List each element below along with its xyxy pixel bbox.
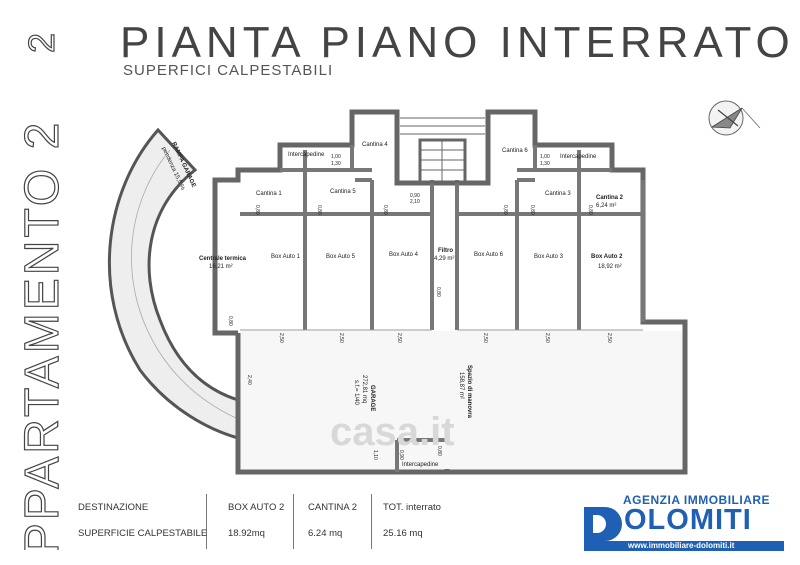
label-box2: Box Auto 2 [591, 254, 623, 260]
dim-label: 2,50 [544, 333, 550, 343]
floor-plan: Cantina 4 Cantina 6 Intercapedine Interc… [107, 100, 761, 475]
dim-label: 1,30 [540, 161, 550, 167]
dim-label: 1,00 [331, 154, 341, 160]
interior-walls [240, 145, 645, 472]
dim-label: 0,80 [587, 205, 593, 215]
dim-label: 0,80 [227, 316, 233, 326]
dim-label: 2,50 [338, 333, 344, 343]
label-box6: Box Auto 6 [474, 252, 504, 258]
dim-label: 0,80 [254, 205, 260, 215]
dim-label: 1,00 [540, 154, 550, 160]
dim-label: 0,80 [382, 205, 388, 215]
logo-d-icon [584, 507, 622, 541]
label-centrale-termica: Centrale termica [199, 256, 247, 262]
dim-label: 0,90 [398, 450, 404, 460]
sup-label: SUPERFICIE CALPESTABILE [78, 528, 208, 539]
agency-bar [584, 541, 784, 551]
dim-label: 2,50 [606, 333, 612, 343]
garage-floor [241, 331, 682, 469]
label-box2-area: 18,92 m² [598, 264, 622, 270]
dim-label: 0,80 [435, 287, 441, 297]
total-value: 25.16 mq [383, 528, 423, 539]
label-intercapedine-left: Intercapedine [288, 152, 325, 158]
label-box1: Box Auto 1 [271, 254, 301, 260]
label-garage-sf: s.f.= 1/40 [353, 380, 359, 406]
cantina2-value: 6.24 mq [308, 528, 343, 539]
label-intercapedine-right: Intercapedine [560, 154, 597, 160]
dim-label: 2,10 [410, 199, 420, 205]
dimension-labels: 1,00 1,30 1,00 1,30 0,90 2,10 0,80 0,80 … [227, 154, 612, 460]
table-divider [371, 494, 372, 549]
label-filtro: Filtro [438, 248, 453, 254]
dim-label: 0,80 [316, 205, 322, 215]
label-box4: Box Auto 4 [389, 252, 419, 258]
stairwell [400, 117, 485, 184]
agency-url: www.immobiliare-dolomiti.it [628, 541, 735, 550]
dim-label: 2,50 [396, 333, 402, 343]
dim-label: 0,80 [436, 446, 442, 456]
north-arrow-icon [708, 100, 761, 136]
box-auto2-value: 18.92mq [228, 528, 265, 539]
watermark: casa.it [330, 410, 455, 454]
dim-label: 0,80 [502, 205, 508, 215]
label-cantina2-area: 6,24 m² [596, 203, 616, 209]
label-box5: Box Auto 5 [326, 254, 356, 260]
label-cantina5: Cantina 5 [330, 189, 356, 195]
label-spazio: Spazio di manovra [466, 365, 472, 419]
side-title: 2 APPARTAMENTO 2 [15, 32, 69, 550]
dim-label: 0,80 [529, 205, 535, 215]
table-divider [293, 494, 294, 549]
label-cantina6: Cantina 6 [502, 148, 528, 154]
box-auto2-head: BOX AUTO 2 [228, 502, 285, 513]
agency-name-line2: OLOMITI [624, 504, 752, 536]
page-title: PIANTA PIANO INTERRATO [120, 18, 795, 67]
label-spazio-area: 158,87 m² [458, 372, 464, 399]
label-cantina4: Cantina 4 [362, 142, 388, 148]
side-title-text: APPARTAMENTO 2 [16, 120, 69, 550]
label-garage-area: 272,81 mq [361, 375, 367, 403]
label-cantina1: Cantina 1 [256, 191, 282, 197]
dim-label: 0,90 [410, 193, 420, 199]
cantina2-head: CANTINA 2 [308, 502, 358, 513]
label-cantina3: Cantina 3 [545, 191, 571, 197]
dim-label: 1,30 [331, 161, 341, 167]
side-title-number: 2 [21, 33, 62, 53]
page-subtitle: SUPERFICI CALPESTABILI [123, 62, 334, 79]
dest-label: DESTINAZIONE [78, 502, 149, 513]
agency-name-line1: AGENZIA IMMOBILIARE [623, 493, 771, 507]
dim-label: 2,40 [246, 375, 252, 385]
dim-label: 1,10 [372, 450, 378, 460]
label-centrale-termica-area: 16,21 m² [209, 264, 233, 270]
agency-logo: AGENZIA IMMOBILIARE OLOMITI www.immobili… [580, 491, 790, 553]
label-cantina2: Cantina 2 [596, 195, 624, 201]
room-labels: Cantina 4 Cantina 6 Intercapedine Interc… [199, 142, 624, 468]
dim-label: 2,50 [278, 333, 284, 343]
summary-table: DESTINAZIONE SUPERFICIE CALPESTABILE BOX… [78, 494, 558, 549]
dim-label: 2,50 [482, 333, 488, 343]
table-divider [206, 494, 207, 549]
label-box3: Box Auto 3 [534, 254, 564, 260]
total-head: TOT. interrato [383, 502, 441, 513]
label-garage: GARAGE [369, 385, 375, 411]
label-intercapedine-bottom: Intercapedine [402, 462, 439, 468]
label-filtro-area: 4,29 m² [434, 256, 454, 262]
